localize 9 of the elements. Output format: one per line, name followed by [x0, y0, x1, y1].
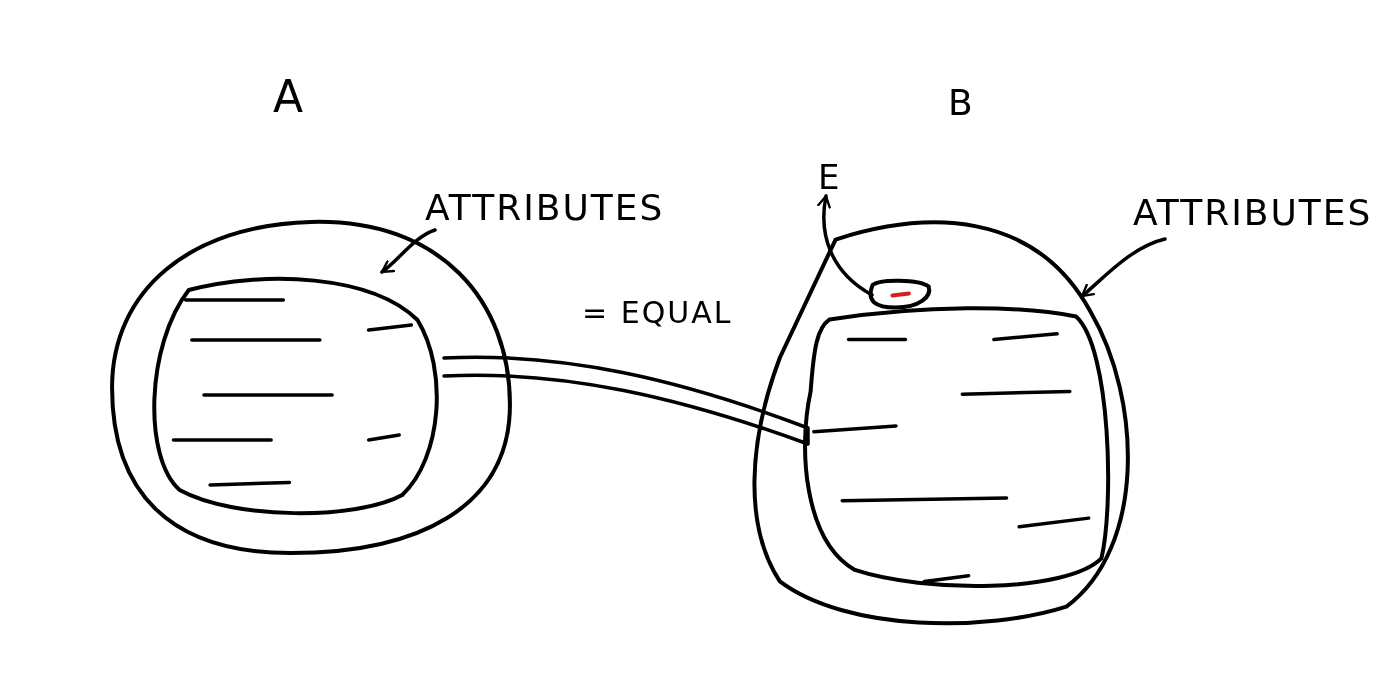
- heading-letter: A: [273, 75, 304, 119]
- text-label: E: [818, 160, 842, 194]
- text-label: ATTRIBUTES: [425, 190, 665, 226]
- heading-letter: B: [948, 85, 973, 121]
- curved-arrow: [817, 194, 874, 297]
- curved-arrow: [380, 228, 437, 274]
- text-label: ATTRIBUTES: [1133, 195, 1373, 231]
- double-line-connector: [442, 355, 810, 446]
- curved-arrow: [1080, 237, 1167, 298]
